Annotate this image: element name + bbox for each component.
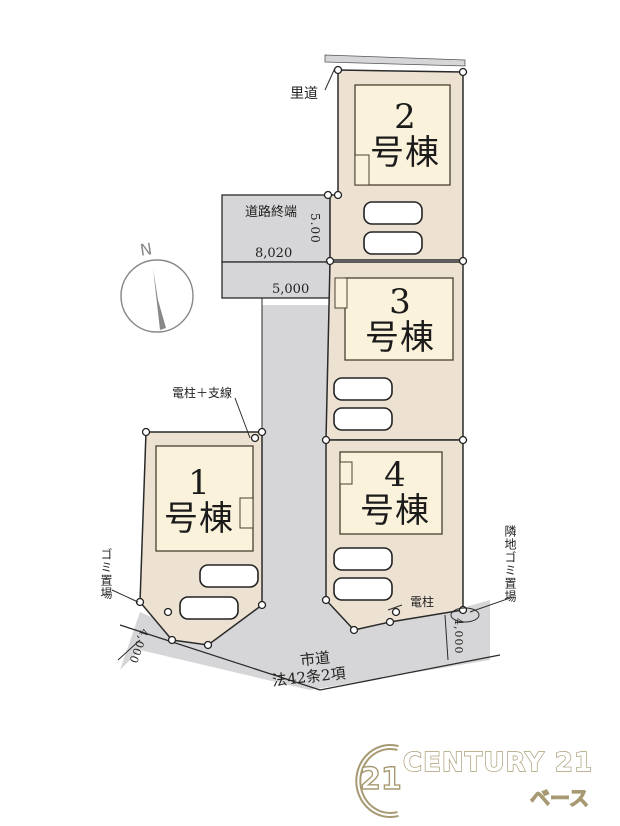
century21-logo: 21 CENTURY 21 ベース	[350, 740, 615, 820]
lot-2-label: 2 号棟	[365, 100, 445, 170]
garbage-area-left-label: ゴミ置場	[99, 548, 113, 600]
garbage-area-right-label: 隣地ゴミ置場	[503, 525, 517, 603]
lot-1-suffix: 号棟	[164, 499, 234, 539]
boundary-markers	[135, 65, 468, 650]
lot-2-number: 2	[394, 97, 416, 137]
dim-8020: 8,020	[255, 246, 293, 261]
road-end-label: 道路終端	[245, 205, 298, 220]
lot-4[interactable]	[325, 439, 464, 631]
satomichi-label: 里道	[290, 86, 318, 102]
compass	[120, 259, 194, 333]
dimension-lines	[111, 67, 511, 661]
lot-3-number: 3	[389, 282, 411, 322]
lot-3-label: 3 号棟	[355, 285, 445, 355]
parking-cars	[179, 201, 423, 620]
pole-guy-label: 電柱＋支線	[172, 386, 233, 400]
lot-3-suffix: 号棟	[365, 318, 435, 358]
lot-1-number: 1	[188, 463, 210, 503]
branch-name: ベース	[529, 785, 589, 810]
lot-4-number: 4	[384, 455, 406, 495]
pole-label: 電柱	[410, 595, 435, 609]
dim-4000-right: 4,000	[452, 618, 465, 655]
dim-5-00: 5.00	[308, 213, 322, 244]
lot-4-label: 4 号棟	[350, 458, 440, 528]
road-area	[119, 54, 501, 691]
dim-5000: 5,000	[272, 282, 310, 297]
brand-name: CENTURY 21	[402, 747, 594, 778]
lot-2-suffix: 号棟	[370, 133, 440, 173]
c21-mark-icon	[355, 744, 399, 818]
c21-mark-text: 21	[359, 761, 402, 797]
lot-1-label: 1 号棟	[158, 466, 240, 536]
compass-north-label: N	[138, 239, 154, 260]
lot-4-suffix: 号棟	[360, 491, 430, 531]
